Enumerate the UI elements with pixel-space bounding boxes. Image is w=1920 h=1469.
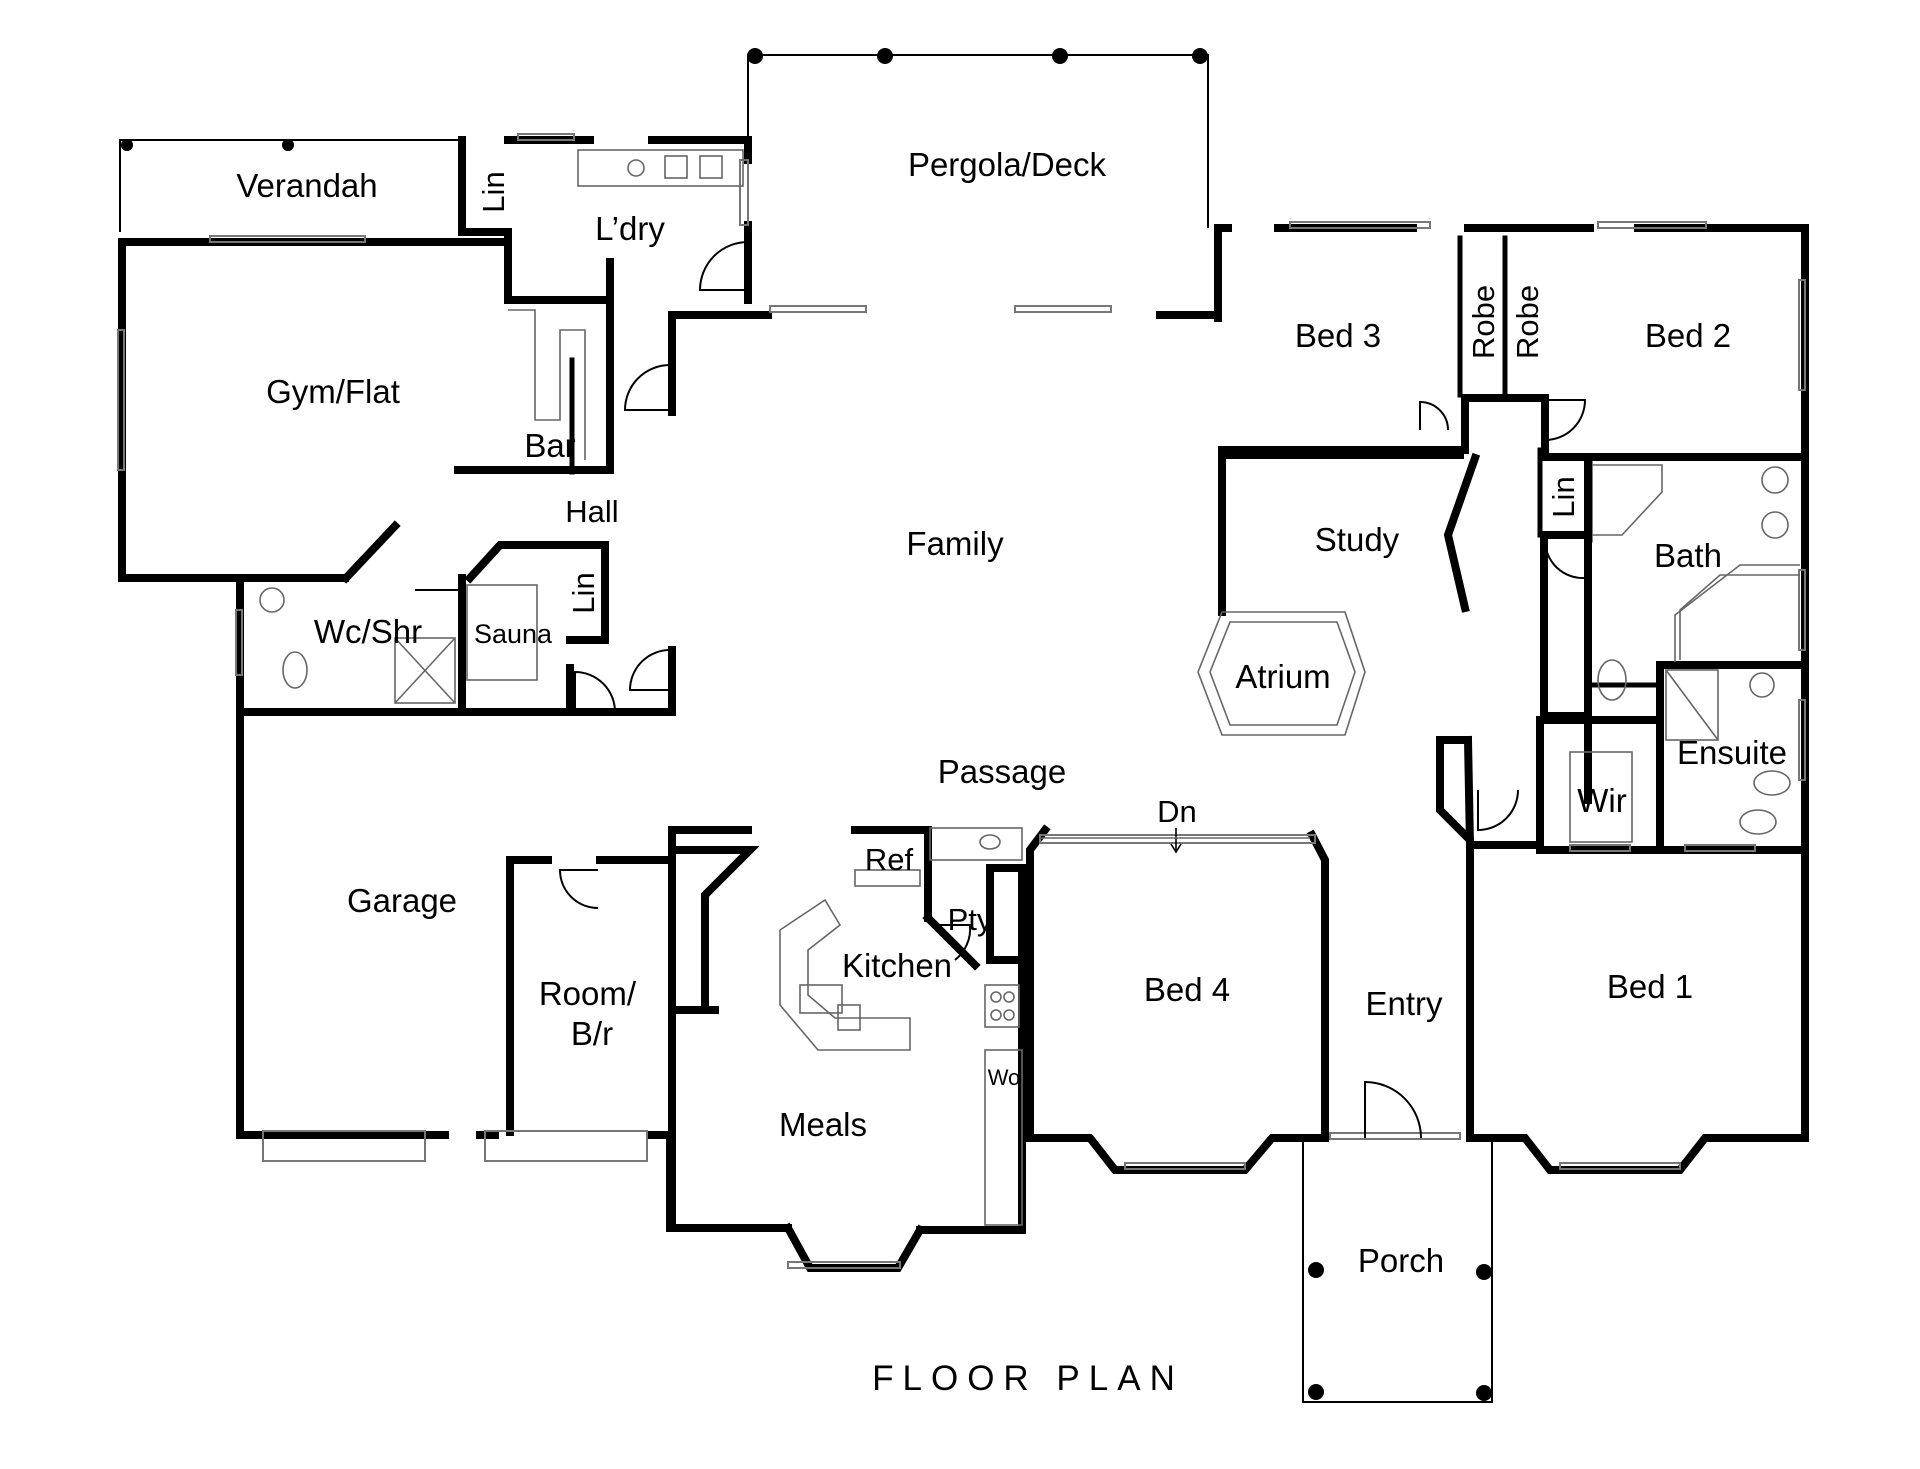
label-hall: Hall [565,494,618,529]
label-ref: Ref [865,842,914,877]
label-bath: Bath [1654,537,1722,574]
room-labels: Verandah Lin L’dry Pergola/Deck Gym/Flat… [236,146,1787,1279]
label-kitchen: Kitchen [842,947,952,984]
label-lin-bath: Lin [1546,476,1581,517]
label-dn: Dn [1157,794,1197,829]
label-robe1: Robe [1466,285,1501,359]
label-lin-hall: Lin [566,572,601,613]
label-bed1: Bed 1 [1607,968,1693,1005]
label-family: Family [906,525,1004,562]
label-gym: Gym/Flat [266,373,400,410]
label-bed3: Bed 3 [1295,317,1381,354]
label-ensuite: Ensuite [1677,734,1787,771]
label-bed4: Bed 4 [1144,971,1230,1008]
porch-structure [1302,1142,1493,1403]
label-porch: Porch [1358,1242,1444,1279]
label-pergola: Pergola/Deck [908,146,1107,183]
internal-walls [569,235,1663,688]
label-bar: Bar [524,427,575,464]
label-lin-laundry: Lin [476,171,511,212]
label-wir: Wir [1577,782,1626,819]
label-garage: Garage [347,882,457,919]
verandah-structure [119,139,460,232]
label-meals: Meals [779,1106,867,1143]
door-swings [415,241,1587,1139]
label-pty: Pty [948,902,993,937]
plan-title: FLOOR PLAN [872,1359,1184,1398]
label-bed2: Bed 2 [1645,317,1731,354]
label-verandah: Verandah [236,167,377,204]
label-wo: Wo [988,1065,1021,1090]
windows [117,133,1806,1269]
label-atrium: Atrium [1235,658,1330,695]
label-room: Room/ B/r [539,975,645,1052]
label-robe2: Robe [1510,285,1545,359]
label-wcshr: Wc/Shr [314,613,422,650]
label-entry: Entry [1365,985,1443,1022]
label-laundry: L’dry [595,210,665,247]
label-passage: Passage [938,753,1066,790]
walls [118,136,1809,1272]
label-study: Study [1315,521,1400,558]
label-sauna: Sauna [474,619,553,649]
fixtures [259,149,1800,1226]
